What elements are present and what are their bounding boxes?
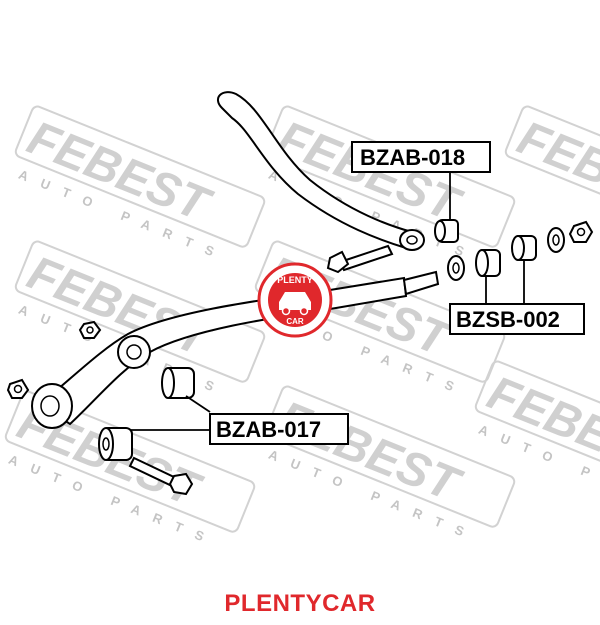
callout-bzab-018: BZAB-018 — [351, 141, 491, 173]
plentycar-stamp: PLENTY CAR — [257, 262, 333, 338]
bushing-bzsb-002-group — [447, 220, 594, 281]
callout-label-bzsb-002: BZSB-002 — [456, 307, 560, 332]
bushing-bzab-018 — [434, 219, 459, 243]
callout-label-bzab-017: BZAB-017 — [216, 417, 321, 442]
footer-brand: PLENTYCAR — [224, 590, 376, 617]
callout-label-bzab-018: BZAB-018 — [360, 145, 465, 170]
callout-bzab-017: BZAB-017 — [209, 413, 349, 445]
bolt-upper — [326, 244, 394, 274]
nut-left-lower — [6, 378, 30, 399]
lower-control-arm — [31, 270, 440, 429]
bushing-bzab-017-upper — [161, 367, 195, 399]
bolt-lower — [128, 456, 194, 496]
upper-control-arm — [217, 91, 425, 251]
nut-left-upper — [78, 320, 102, 339]
callout-bzsb-002: BZSB-002 — [449, 303, 585, 335]
stamp-text-top: PLENTY — [277, 275, 313, 285]
leader-lines — [130, 170, 525, 431]
stamp-text-bottom: CAR — [286, 317, 304, 326]
bushing-bzab-017-lower — [98, 427, 133, 461]
